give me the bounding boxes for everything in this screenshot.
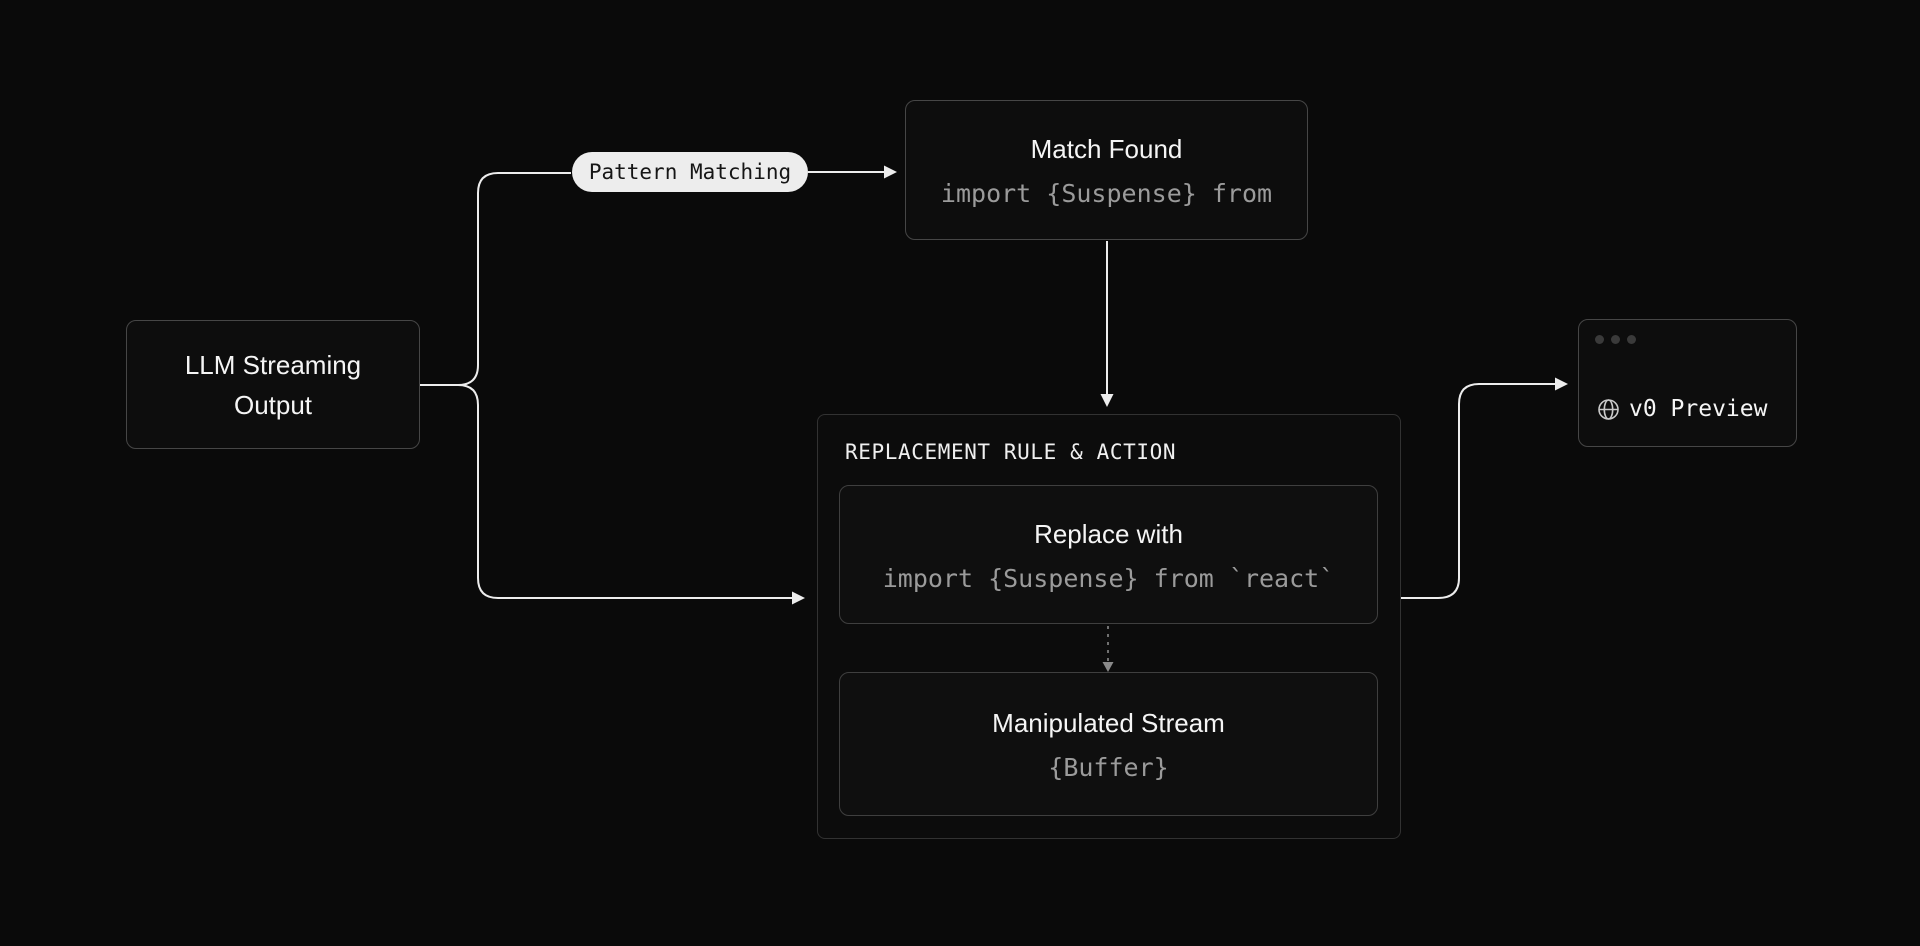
- node-llm-streaming-output: LLM Streaming Output: [126, 320, 420, 449]
- node-manipulated-stream: Manipulated Stream {Buffer}: [839, 672, 1378, 816]
- globe-icon: [1598, 398, 1619, 420]
- llm-title-line1: LLM Streaming: [184, 349, 362, 380]
- replace-with-title: Replace with: [1034, 518, 1183, 549]
- window-dot: [1595, 335, 1604, 344]
- connector-container-to-preview: [1401, 383, 1555, 599]
- manipulated-stream-code: {Buffer}: [1048, 753, 1169, 782]
- arrowhead: [1100, 394, 1114, 407]
- pattern-matching-label: Pattern Matching: [588, 160, 792, 184]
- window-dot: [1627, 335, 1636, 344]
- replace-with-code: import {Suspense} from `react`: [882, 563, 1335, 593]
- connector-llm-to-container: [420, 384, 792, 599]
- arrowhead: [1555, 377, 1568, 391]
- replacement-rule-container: REPLACEMENT RULE & ACTION Replace with i…: [817, 414, 1401, 839]
- node-replace-with: Replace with import {Suspense} from `rea…: [839, 485, 1378, 624]
- pattern-matching-pill: Pattern Matching: [572, 152, 808, 192]
- arrowhead: [1102, 662, 1114, 672]
- connector-llm-to-pattern: [420, 172, 571, 386]
- manipulated-stream-title: Manipulated Stream: [992, 708, 1225, 738]
- llm-title-line2: Output: [233, 389, 313, 420]
- window-dots: [1595, 335, 1636, 344]
- node-match-found: Match Found import {Suspense} from: [905, 100, 1308, 240]
- connector-replace-to-manipulated: [1102, 626, 1114, 672]
- match-found-title: Match Found: [1030, 134, 1183, 164]
- node-v0-preview: v0 Preview: [1578, 319, 1797, 447]
- match-found-code: import {Suspense} from: [940, 179, 1273, 208]
- arrowhead: [884, 165, 897, 179]
- v0-preview-label: v0 Preview: [1629, 396, 1768, 422]
- arrowhead: [792, 591, 805, 605]
- replacement-rule-header: REPLACEMENT RULE & ACTION: [845, 440, 1177, 464]
- window-dot: [1611, 335, 1620, 344]
